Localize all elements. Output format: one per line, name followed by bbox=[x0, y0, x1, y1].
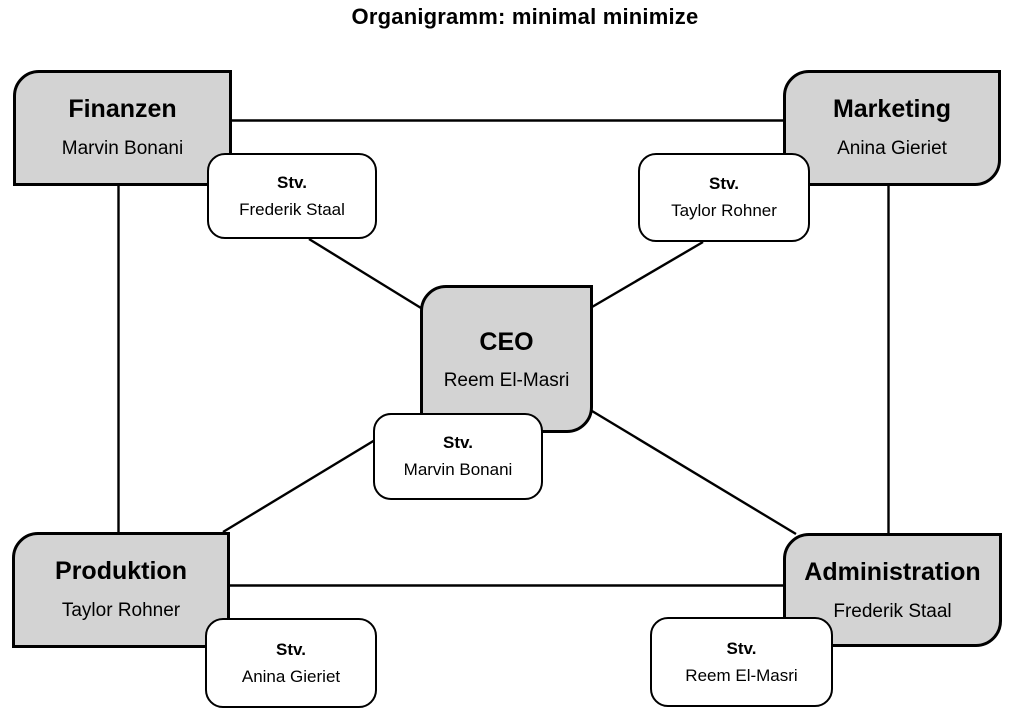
deputy-node-marketing: Stv. Taylor Rohner bbox=[638, 153, 810, 242]
deputy-node-finanzen: Stv. Frederik Staal bbox=[207, 153, 377, 239]
deputy-node-produktion: Stv. Anina Gieriet bbox=[205, 618, 377, 708]
deputy-label: Stv. bbox=[277, 172, 307, 192]
org-node-finanzen: Finanzen Marvin Bonani bbox=[13, 70, 232, 186]
deputy-name: Taylor Rohner bbox=[671, 201, 777, 220]
deputy-name: Anina Gieriet bbox=[241, 666, 341, 686]
org-node-produktion: Produktion Taylor Rohner bbox=[12, 532, 230, 648]
org-node-ceo: CEO Reem El-Masri bbox=[420, 285, 593, 433]
deputy-name: Marvin Bonani bbox=[403, 460, 513, 479]
department-title: Produktion bbox=[55, 557, 187, 585]
connector-marketing-deputy-ceo bbox=[591, 240, 704, 309]
department-title: CEO bbox=[479, 328, 534, 356]
deputy-name: Frederik Staal bbox=[239, 199, 345, 219]
department-head: Taylor Rohner bbox=[61, 600, 181, 621]
deputy-node-ceo: Stv. Marvin Bonani bbox=[373, 413, 543, 500]
connector-ceo-administration bbox=[591, 409, 797, 536]
connector-ceo-deputy-produktion bbox=[222, 438, 376, 534]
department-title: Administration bbox=[804, 558, 981, 586]
diagram-title: Organigramm: minimal minimize bbox=[351, 4, 699, 29]
connector-finanzen-deputy-ceo bbox=[308, 237, 422, 310]
org-node-marketing: Marketing Anina Gieriet bbox=[783, 70, 1001, 186]
deputy-label: Stv. bbox=[443, 433, 473, 452]
department-title: Marketing bbox=[832, 95, 952, 123]
department-head: Anina Gieriet bbox=[837, 138, 947, 159]
deputy-label: Stv. bbox=[276, 639, 306, 659]
deputy-label: Stv. bbox=[726, 638, 757, 658]
department-head: Frederik Staal bbox=[833, 601, 952, 622]
department-head: Marvin Bonani bbox=[61, 138, 184, 159]
deputy-label: Stv. bbox=[709, 174, 739, 193]
deputy-node-administration: Stv. Reem El-Masri bbox=[650, 617, 833, 707]
department-head: Reem El-Masri bbox=[443, 370, 570, 391]
department-title: Finanzen bbox=[68, 95, 177, 123]
deputy-name: Reem El-Masri bbox=[685, 665, 798, 685]
